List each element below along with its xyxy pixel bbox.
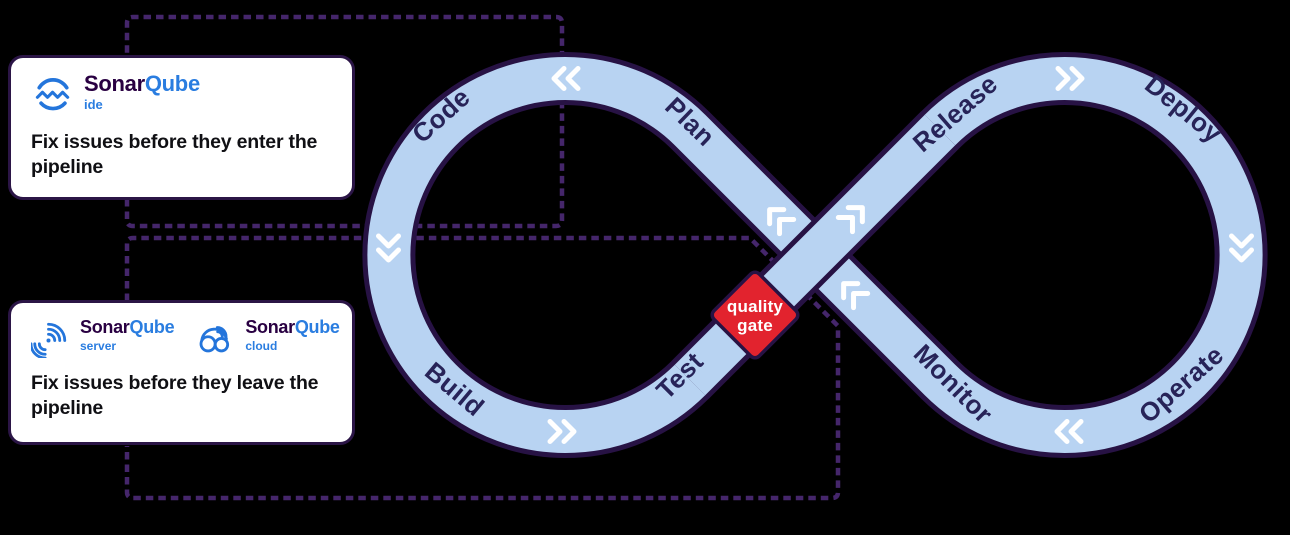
ide-card-description: Fix issues before they enter the pipelin… bbox=[31, 131, 318, 178]
sonarqube-ide-product: SonarQube ide bbox=[31, 73, 200, 117]
brand-sonar-text: Sonar bbox=[84, 71, 145, 96]
server-cloud-connector-dashed-path bbox=[124, 235, 841, 501]
edition-label-ide: ide bbox=[84, 97, 103, 112]
sonarqube-server-icon bbox=[31, 322, 67, 358]
brand-sonar-text: Sonar bbox=[80, 317, 130, 337]
server-cloud-card-description: Fix issues before they leave the pipelin… bbox=[31, 372, 319, 419]
sonarqube-server-wordmark: SonarQube server bbox=[80, 317, 175, 353]
sonarqube-cloud-wordmark: SonarQube cloud bbox=[245, 317, 340, 353]
brand-qube-text: Qube bbox=[129, 317, 175, 337]
brand-sonar-text: Sonar bbox=[245, 317, 295, 337]
sonarqube-cloud-icon bbox=[199, 326, 230, 353]
quality-gate-diamond bbox=[710, 270, 800, 360]
quality-gate-label-line1: quality bbox=[727, 297, 784, 316]
brand-qube-text: Qube bbox=[294, 317, 340, 337]
ide-connector-dashed-path bbox=[124, 14, 565, 229]
sonarqube-ide-icon bbox=[35, 78, 70, 111]
edition-label-cloud: cloud bbox=[245, 339, 278, 353]
sonarqube-server-product: SonarQube server bbox=[31, 317, 175, 358]
ide-logo-row: SonarQube ide bbox=[31, 73, 332, 117]
edition-label-server: server bbox=[80, 339, 117, 353]
quality-gate-badge: quality gate bbox=[710, 270, 800, 360]
sonarqube-cloud-product: SonarQube cloud bbox=[196, 317, 340, 358]
sonarqube-server-cloud-card: SonarQube server SonarQube cloud Fix iss bbox=[8, 300, 355, 445]
brand-qube-text: Qube bbox=[144, 71, 200, 96]
sonarqube-ide-card: SonarQube ide Fix issues before they ent… bbox=[8, 55, 355, 200]
sonarqube-ide-wordmark: SonarQube ide bbox=[84, 71, 200, 112]
quality-gate-label-line2: gate bbox=[737, 316, 773, 335]
server-cloud-logo-row: SonarQube server SonarQube cloud bbox=[31, 317, 340, 358]
